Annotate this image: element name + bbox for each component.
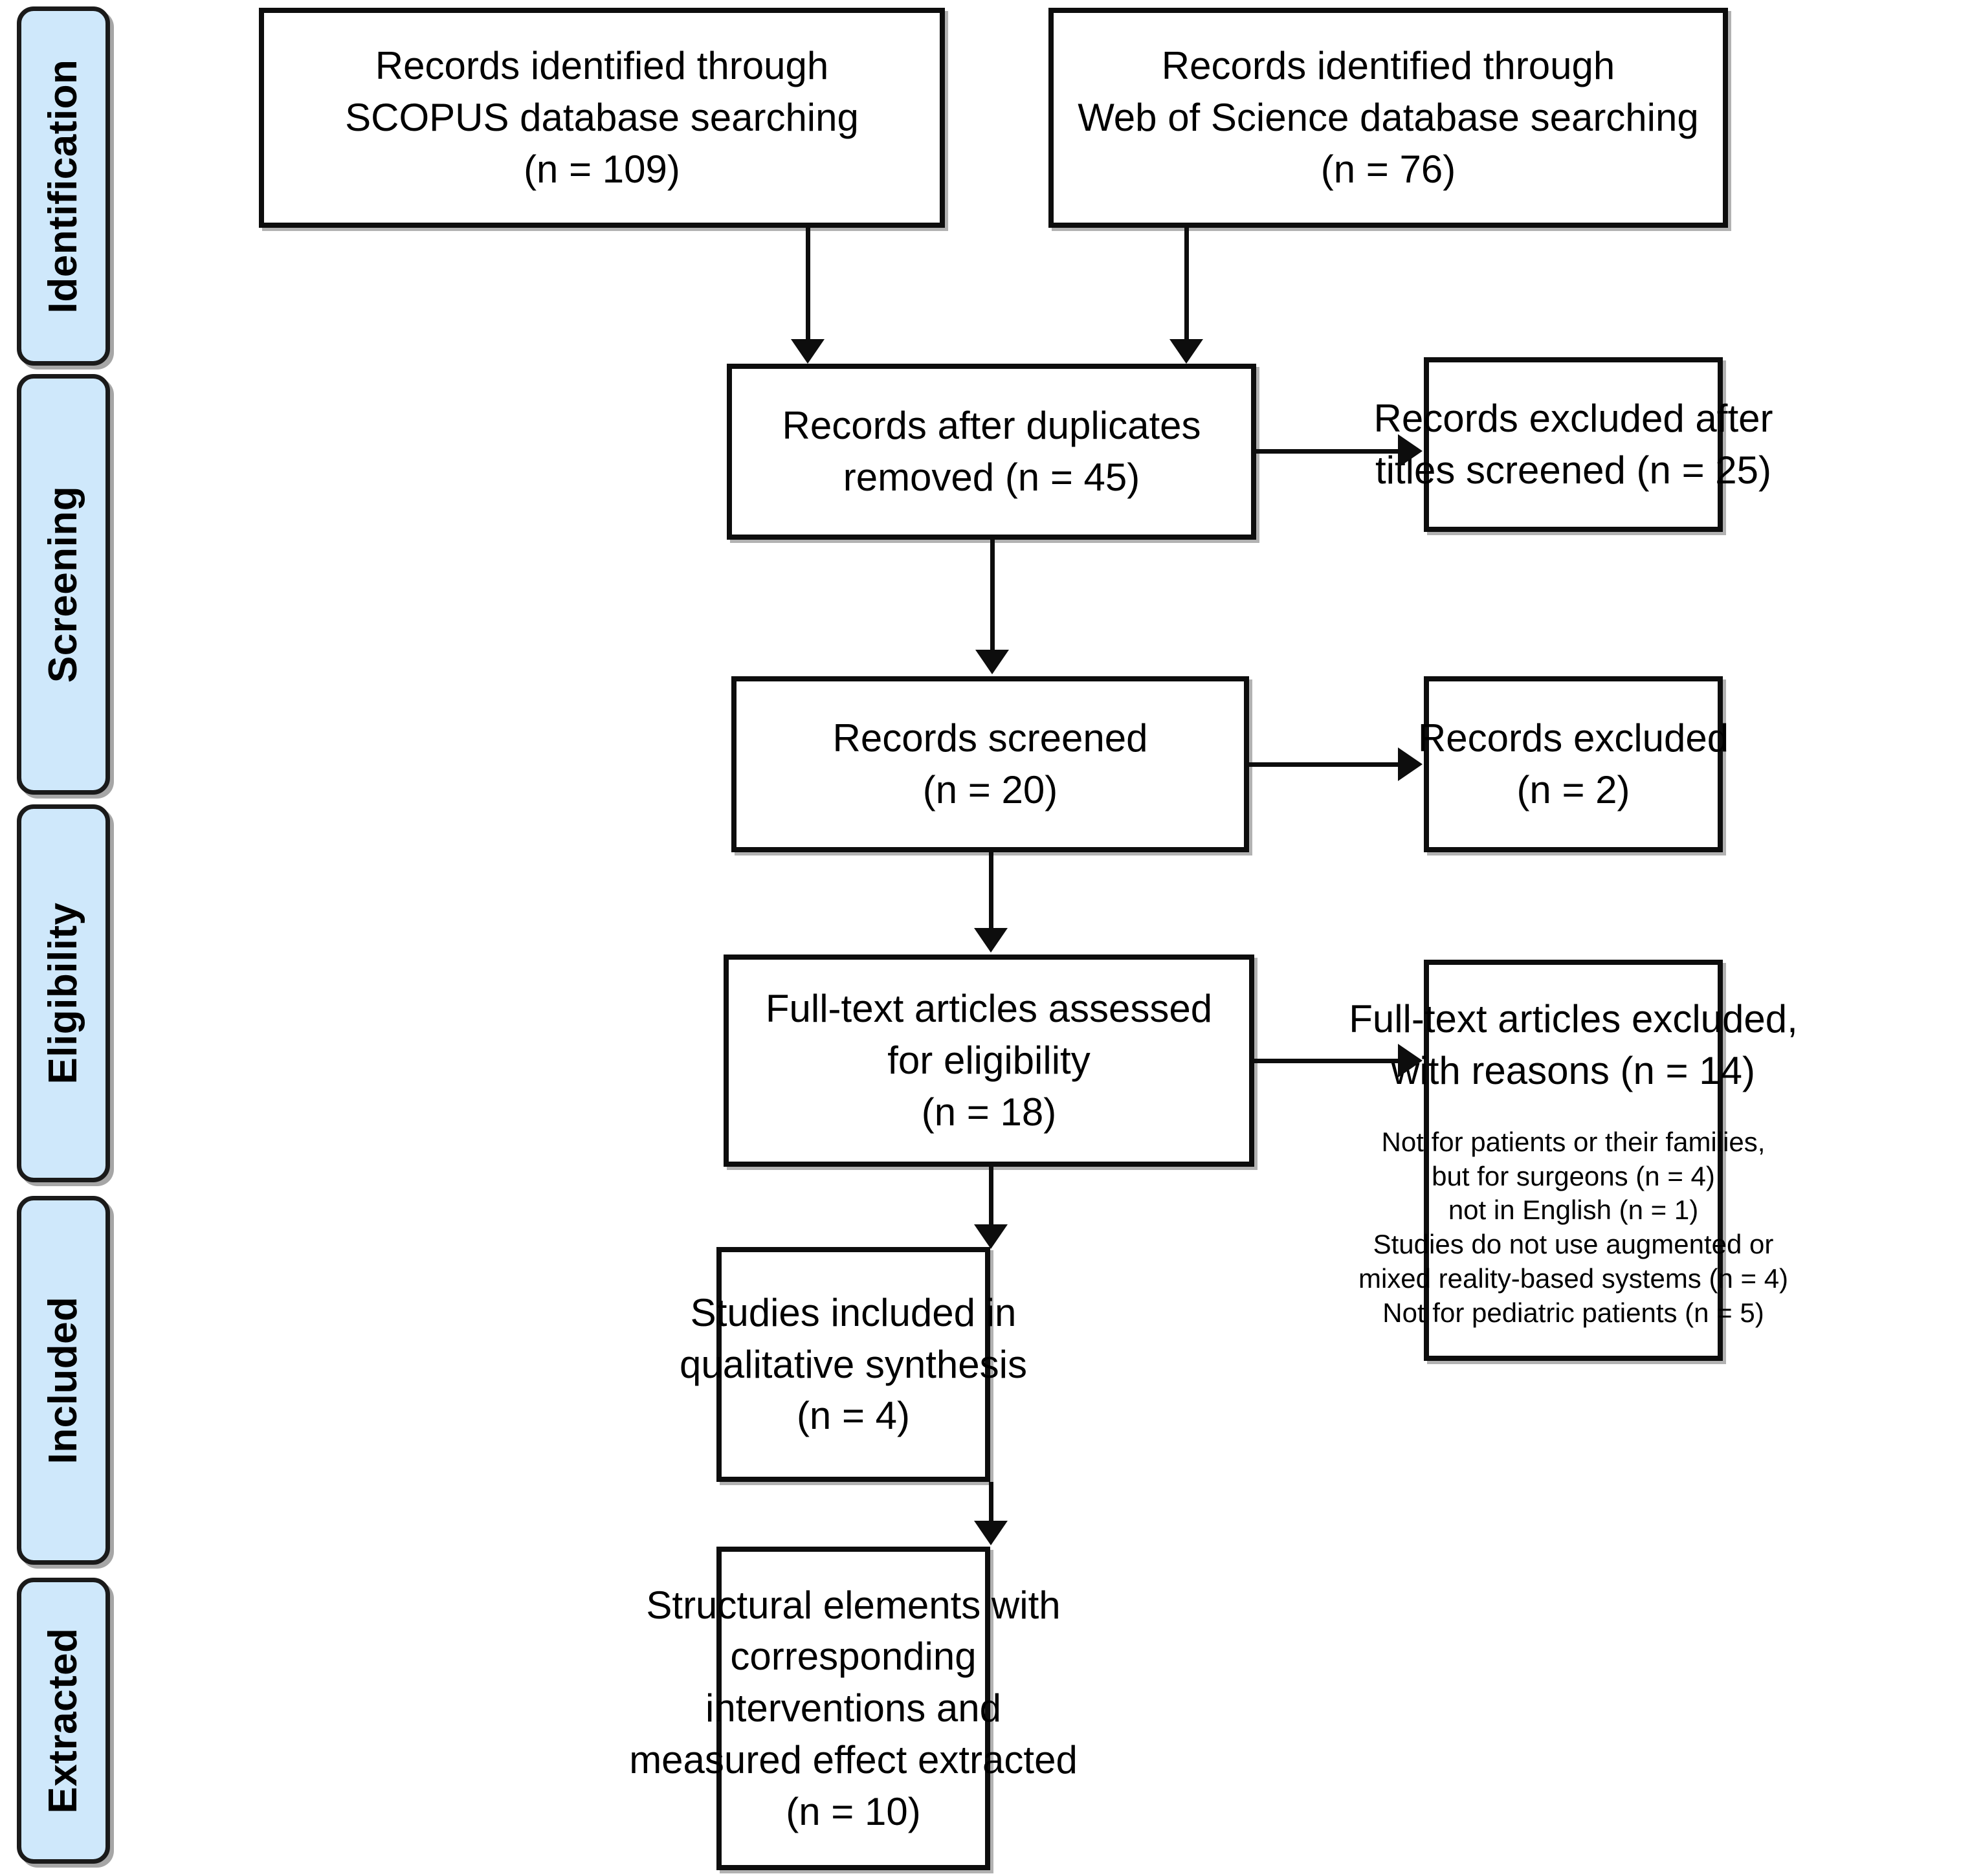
- stage-bar-screening: Screening: [17, 374, 110, 795]
- exclusion-reason: mixed reality-based systems (n = 4): [1358, 1263, 1789, 1294]
- box-line: (n = 18): [921, 1090, 1057, 1134]
- stage-label-identification: Identification: [41, 59, 85, 313]
- box-line: (n = 2): [1516, 768, 1630, 811]
- exclusion-reasons-list: Not for patients or their families, but …: [1358, 1125, 1788, 1330]
- box-line: (n = 109): [524, 147, 680, 191]
- box-line: qualitative synthesis: [680, 1342, 1027, 1386]
- stage-label-extracted: Extracted: [41, 1628, 85, 1814]
- box-line: Full-text articles excluded,: [1349, 997, 1798, 1041]
- box-line: interventions and: [705, 1686, 1001, 1730]
- box-line: Records screened: [832, 716, 1148, 760]
- arrowhead-studies-to-structural: [974, 1521, 1008, 1545]
- box-line: (n = 4): [796, 1394, 911, 1438]
- box-records-wos: Records identified through Web of Scienc…: [1048, 8, 1728, 228]
- stage-label-included: Included: [41, 1296, 85, 1464]
- box-records-after-duplicates: Records after duplicates removed (n = 45…: [727, 364, 1256, 540]
- connector-duplicates-to-screened: [990, 540, 995, 653]
- box-fulltext-assessed: Full-text articles assessed for eligibil…: [724, 955, 1254, 1167]
- stage-bar-extracted: Extracted: [17, 1578, 110, 1864]
- box-line: Web of Science database searching: [1078, 96, 1699, 140]
- box-line: removed (n = 45): [843, 456, 1140, 499]
- box-line: Records excluded: [1417, 716, 1729, 760]
- box-fulltext-excluded-reasons: Full-text articles excluded, with reason…: [1349, 960, 1798, 1361]
- connector-fulltext-to-excluded-reasons: [1254, 1059, 1400, 1063]
- exclusion-reason: but for surgeons (n = 4): [1432, 1160, 1715, 1191]
- box-line: Records excluded after: [1373, 397, 1773, 441]
- box-structural-elements-extracted: Structural elements with corresponding i…: [629, 1547, 1078, 1870]
- box-line: Records identified through: [375, 44, 829, 88]
- arrowhead-screened-to-fulltext: [974, 928, 1008, 953]
- exclusion-reason: Not for patients or their families,: [1381, 1126, 1766, 1157]
- arrowhead-scopus-to-duplicates: [791, 339, 825, 364]
- stage-bar-included: Included: [17, 1196, 110, 1565]
- box-line: SCOPUS database searching: [345, 96, 859, 140]
- box-line: titles screened (n = 25): [1375, 448, 1771, 492]
- box-line: Full-text articles assessed: [765, 987, 1213, 1031]
- box-line: corresponding: [730, 1635, 977, 1679]
- arrowhead-fulltext-to-excluded-reasons: [1398, 1044, 1423, 1077]
- arrowhead-fulltext-to-studies-included: [974, 1224, 1008, 1249]
- box-line: Structural elements with: [646, 1583, 1061, 1627]
- connector-wos-to-duplicates: [1184, 228, 1189, 344]
- box-records-screened: Records screened (n = 20): [731, 676, 1249, 852]
- connector-screened-to-excluded: [1249, 762, 1400, 767]
- arrowhead-screened-to-excluded: [1398, 747, 1423, 781]
- arrowhead-wos-to-duplicates: [1169, 339, 1203, 364]
- arrowhead-duplicates-to-screened: [975, 650, 1009, 674]
- connector-duplicates-to-excluded-titles: [1256, 449, 1400, 454]
- box-line: Studies included in: [690, 1290, 1017, 1334]
- stage-label-eligibility: Eligibility: [41, 902, 85, 1085]
- connector-scopus-to-duplicates: [806, 228, 810, 344]
- connector-screened-to-fulltext: [989, 852, 993, 930]
- box-line: with reasons (n = 14): [1391, 1048, 1755, 1092]
- box-line: Records identified through: [1161, 44, 1615, 88]
- exclusion-reason: not in English (n = 1): [1448, 1195, 1699, 1226]
- stage-label-screening: Screening: [41, 485, 85, 683]
- connector-fulltext-to-studies-included: [989, 1167, 993, 1226]
- box-records-scopus: Records identified through SCOPUS databa…: [259, 8, 945, 228]
- connector-studies-to-structural: [989, 1482, 993, 1522]
- exclusion-reason: Studies do not use augmented or: [1373, 1229, 1774, 1260]
- box-studies-included: Studies included in qualitative synthesi…: [680, 1247, 1027, 1482]
- box-line: Records after duplicates: [782, 404, 1201, 448]
- box-line: (n = 20): [922, 768, 1058, 811]
- stage-bar-eligibility: Eligibility: [17, 804, 110, 1182]
- box-line: measured effect extracted: [629, 1738, 1078, 1782]
- box-line: for eligibility: [887, 1039, 1091, 1083]
- exclusion-reason: Not for pediatric patients (n = 5): [1382, 1297, 1764, 1329]
- box-line: (n = 76): [1320, 147, 1456, 191]
- stage-bar-identification: Identification: [17, 6, 110, 366]
- box-records-excluded: Records excluded (n = 2): [1418, 676, 1729, 852]
- box-records-excluded-titles: Records excluded after titles screened (…: [1374, 357, 1773, 532]
- box-line: (n = 10): [786, 1789, 921, 1833]
- arrowhead-duplicates-to-excluded-titles: [1398, 434, 1423, 468]
